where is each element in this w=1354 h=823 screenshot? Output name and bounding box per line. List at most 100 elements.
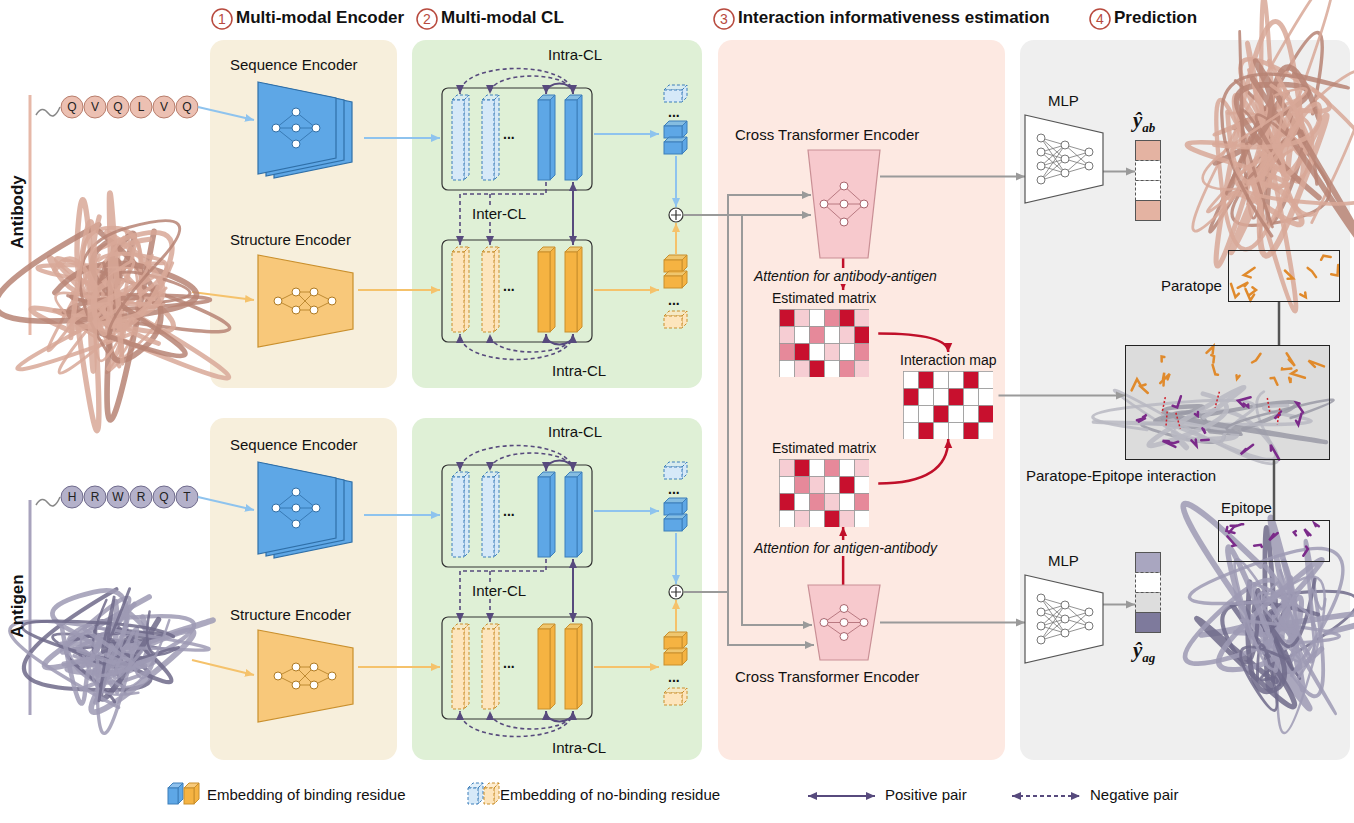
network-icon — [840, 200, 848, 208]
embedding-bar — [664, 126, 682, 138]
matrix-cell — [825, 310, 840, 327]
matrix-cell — [810, 494, 825, 511]
connector — [1273, 460, 1276, 520]
network-icon — [1037, 162, 1045, 170]
embedding-bar — [452, 477, 464, 557]
section-title: Multi-modal CL — [441, 8, 564, 28]
embedding-bar — [682, 137, 687, 154]
embedding-bar — [664, 637, 682, 649]
connector-line — [198, 107, 254, 120]
embedding-bar — [682, 648, 687, 665]
matrix-box: Estimated matrix — [770, 290, 878, 377]
matrix-cell — [795, 344, 810, 361]
matrix-cell — [810, 310, 825, 327]
residue-stick — [1289, 378, 1291, 383]
encoder-trapezoid: Structure Encoder — [258, 630, 354, 722]
connector-line — [358, 666, 440, 668]
text-label: Attention for antigen-antibody — [752, 540, 939, 556]
output-subscript: ag — [1142, 650, 1155, 665]
matrix-cell — [825, 327, 840, 344]
legend-text: Embedding of no-binding residue — [500, 786, 720, 803]
connector-line — [460, 711, 573, 737]
section-title: Prediction — [1114, 8, 1197, 28]
text-label: Q — [182, 100, 191, 114]
matrix-cell — [825, 477, 840, 494]
network-icon — [272, 124, 280, 132]
text-label: Antigen — [8, 574, 28, 637]
connector-line — [490, 76, 573, 94]
matrix-cell — [780, 511, 795, 528]
matrix-cell — [795, 494, 810, 511]
residue-stick — [1315, 523, 1319, 526]
connector-line — [728, 592, 814, 645]
callout-circle — [417, 9, 437, 29]
network-icon — [272, 504, 280, 512]
residue-stick — [1202, 428, 1205, 433]
residue-stick — [1254, 545, 1262, 547]
embedding-box — [442, 465, 592, 567]
connector-line — [460, 446, 573, 472]
text-label: W — [112, 490, 123, 504]
matrix-cell — [810, 344, 825, 361]
matrix-cell — [840, 361, 855, 378]
network-icon — [312, 504, 320, 512]
text-label: Antibody — [8, 175, 28, 249]
output-cell — [1136, 201, 1161, 221]
text-label: Intra-CL — [548, 46, 602, 63]
matrix-cell — [840, 344, 855, 361]
embedding-bar — [664, 693, 682, 705]
residue-bead — [153, 486, 175, 508]
matrix-cell — [810, 361, 825, 378]
mlp-trapezoid: MLP — [1025, 575, 1103, 663]
matrix-cell — [840, 327, 855, 344]
matrix-cell — [795, 477, 810, 494]
callout-circle — [714, 9, 734, 29]
residue-stick — [1207, 346, 1214, 353]
network-icon — [1085, 608, 1093, 616]
encoder-trapezoid: Structure Encoder — [258, 255, 354, 347]
output-symbol: ŷ — [1133, 108, 1142, 132]
encoder-trapezoid — [258, 255, 353, 347]
network-icon — [292, 140, 300, 148]
network-icon — [1065, 612, 1089, 633]
matrix-cell — [904, 406, 919, 423]
network-icon — [310, 306, 318, 314]
matrix-cell — [964, 423, 979, 440]
callout-number: 3 — [720, 11, 728, 27]
section-title: Interaction informativeness estimation — [738, 8, 1050, 28]
embedding-bar — [682, 85, 687, 102]
connector-line — [675, 223, 677, 254]
output-cell — [1136, 161, 1161, 181]
connector-line — [675, 533, 677, 584]
embedding-bar — [682, 255, 687, 272]
embedding-bar — [682, 498, 687, 515]
transformer-trapezoid — [808, 585, 880, 660]
residue-bead — [61, 486, 83, 508]
node-label: Cross Transformer Encoder — [735, 668, 919, 685]
node-label: Structure Encoder — [230, 606, 351, 623]
network-icon — [1061, 601, 1069, 609]
residue-bead — [176, 486, 198, 508]
text-label: ... — [503, 128, 515, 140]
shape-outline — [1025, 115, 1103, 203]
matrix-cell — [780, 460, 795, 477]
embedding-bar — [682, 121, 687, 138]
embedding-bar — [577, 472, 582, 557]
embedding-bar — [682, 311, 687, 328]
network-icon — [292, 288, 300, 296]
connector — [999, 395, 1126, 397]
embedding-bar — [550, 95, 555, 180]
embedding-bar — [482, 629, 494, 709]
callout-number: 4 — [1096, 11, 1104, 27]
shape-outline — [258, 630, 354, 722]
connector-line — [684, 214, 811, 216]
embedding-bar — [577, 624, 582, 709]
embedding-bar — [664, 653, 682, 665]
matrix-cell — [780, 361, 795, 378]
connector-line — [1012, 795, 1080, 797]
connector — [1278, 302, 1281, 345]
text-label: Intra-CL — [552, 739, 606, 756]
network-icon — [1037, 608, 1045, 616]
residue-stick — [1331, 265, 1338, 276]
connector-line — [1215, 392, 1219, 408]
